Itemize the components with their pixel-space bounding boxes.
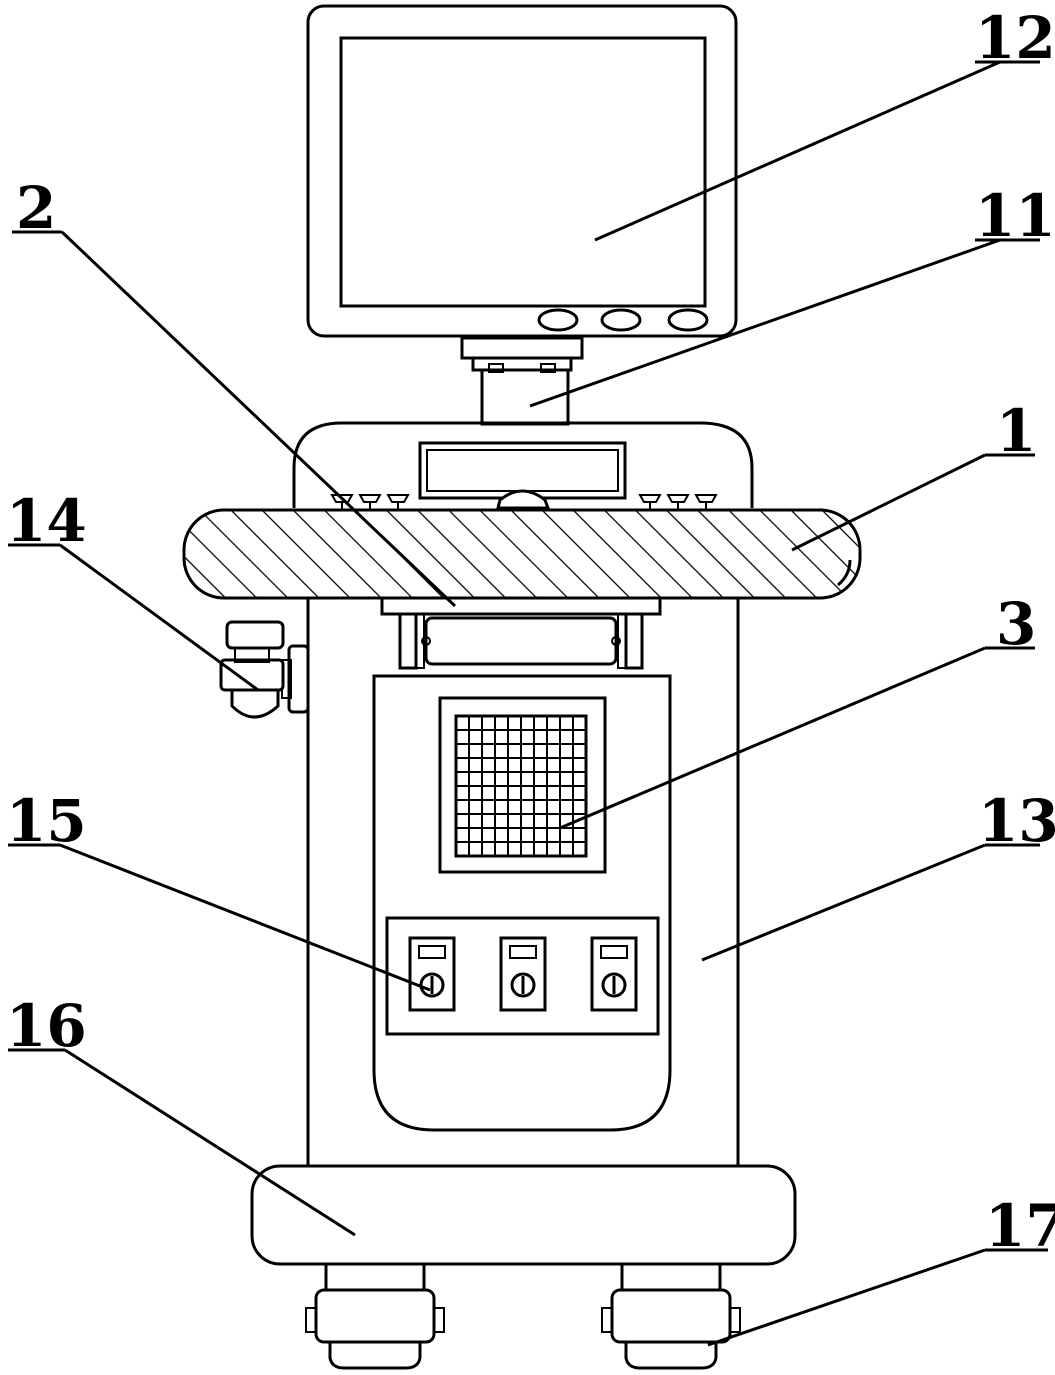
callout-15: 15 (6, 787, 87, 855)
base (252, 1166, 795, 1264)
monitor-stand (462, 338, 582, 424)
probe-holder (221, 622, 308, 717)
leader-13 (702, 845, 985, 960)
wheels (306, 1264, 740, 1368)
callout-16: 16 (6, 992, 87, 1060)
bracket (382, 598, 660, 668)
knob-module (501, 938, 545, 1010)
upper-housing (294, 423, 752, 510)
monitor-screen (341, 38, 705, 306)
callout-3: 3 (996, 590, 1036, 658)
keys-right (640, 495, 716, 510)
wheel-right (602, 1264, 740, 1368)
leader-1 (792, 455, 985, 550)
callout-13: 13 (978, 787, 1055, 855)
callout-17: 17 (985, 1192, 1055, 1260)
keys-left (332, 495, 408, 510)
wheel-left (306, 1264, 444, 1368)
callout-1: 1 (996, 397, 1036, 465)
callout-12: 12 (975, 4, 1055, 72)
monitor (308, 6, 736, 336)
knob-group (410, 938, 636, 1010)
drawer-handle (426, 618, 616, 664)
callout-2: 2 (16, 174, 56, 242)
callout-14: 14 (6, 487, 87, 555)
callout-11: 11 (975, 182, 1055, 250)
knob-module (592, 938, 636, 1010)
knob-module (410, 938, 454, 1010)
worktop (184, 510, 860, 598)
